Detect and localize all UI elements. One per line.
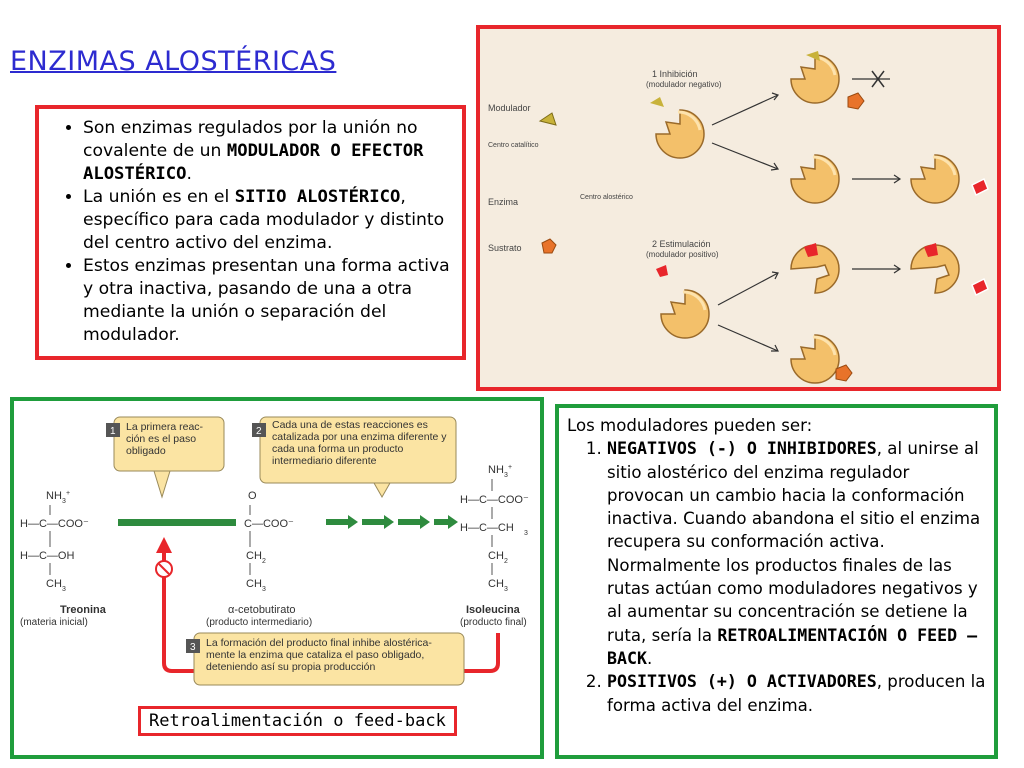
svg-text:O: O (248, 490, 257, 502)
svg-text:3: 3 (504, 472, 508, 479)
svg-text:+: + (66, 490, 70, 497)
svg-text:NH: NH (488, 464, 504, 476)
centro-catalitico-label: Centro catalítico (488, 142, 539, 149)
substrate-free-top (847, 92, 865, 110)
enzima-label: Enzima (488, 197, 518, 207)
svg-text:2: 2 (504, 558, 508, 565)
cetobutirato-sub: (producto intermediario) (206, 617, 312, 628)
step1-pointer (153, 470, 171, 499)
modulador-shape (538, 112, 557, 126)
moduladores-intro: Los moduladores pueden ser: (567, 416, 813, 435)
svg-text:CH: CH (488, 578, 504, 590)
allosteric-diagram-svg: Modulador Centro catalítico Enzima Centr… (488, 51, 989, 385)
svg-text:2: 2 (262, 558, 266, 565)
svg-text:3: 3 (62, 586, 66, 593)
enzyme-bottom-left (659, 288, 711, 340)
svg-text:3: 3 (524, 530, 528, 537)
svg-text:H—C—OH: H—C—OH (20, 550, 74, 562)
inhibit-icon-slash (158, 563, 170, 575)
intro-bullet-2: La unión es en el SITIO ALOSTÉRICO, espe… (83, 186, 454, 255)
svg-text:CH: CH (46, 578, 62, 590)
sustrato-shape (541, 238, 557, 254)
svg-text:3: 3 (262, 586, 266, 593)
inhibicion-label: 1 Inhibición (652, 69, 698, 79)
estimulacion-sub: (modulador positivo) (646, 250, 719, 259)
bound-pos-modulator-1 (804, 243, 818, 257)
svg-text:CH: CH (246, 578, 262, 590)
allosteric-diagram: Modulador Centro catalítico Enzima Centr… (476, 25, 1001, 391)
inhibicion-sub: (modulador negativo) (646, 80, 722, 89)
intro-list: Son enzimas regulados por la unión no co… (49, 117, 454, 347)
neg-modulator-small (650, 97, 664, 107)
treonina-sub: (materia inicial) (20, 617, 88, 628)
intermediate-arrows (326, 515, 458, 529)
svg-text:+: + (508, 464, 512, 471)
step3-box (193, 632, 465, 686)
product-bottom (971, 277, 989, 297)
first-step-arrow (118, 519, 236, 526)
bound-neg-modulator (806, 51, 820, 61)
bound-pos-modulator-2 (924, 243, 938, 257)
moduladores-negativos: NEGATIVOS (-) O INHIBIDORES, al unirse a… (607, 437, 986, 670)
enzyme-top-left (654, 108, 706, 160)
step3-text: La formación del producto final inhibe a… (206, 637, 432, 673)
step2-text: Cada una de estas reacciones es cataliza… (272, 419, 447, 467)
blocked-x-icon (871, 70, 885, 88)
svg-text:H—C—COO⁻: H—C—COO⁻ (460, 494, 529, 506)
svg-text:C—COO⁻: C—COO⁻ (244, 518, 294, 530)
step2-number: 2 (256, 426, 262, 437)
svg-text:H—C—COO⁻: H—C—COO⁻ (20, 518, 89, 530)
step3-number-badge (186, 639, 200, 653)
svg-text:H—C—CH: H—C—CH (460, 522, 514, 534)
isoleucina-sub: (producto final) (460, 617, 527, 628)
svg-text:3: 3 (62, 498, 66, 505)
step3-number: 3 (190, 642, 196, 653)
intro-bullet-3: Estos enzimas presentan una forma activa… (83, 255, 454, 347)
feedback-diagram: 1 La primera reac- ción es el paso oblig… (10, 397, 544, 759)
svg-text:3: 3 (504, 586, 508, 593)
moduladores-box: Los moduladores pueden ser: NEGATIVOS (-… (555, 404, 998, 759)
cetobutirato-label: α-cetobutirato (228, 604, 296, 616)
enzyme-top-2 (789, 153, 841, 205)
estimulacion-label: 2 Estimulación (652, 239, 711, 249)
svg-text:NH: NH (46, 490, 62, 502)
product-top (971, 177, 989, 197)
step1-number: 1 (110, 426, 116, 437)
svg-text:CH: CH (488, 550, 504, 562)
enzyme-top-1 (789, 53, 841, 105)
step2-pointer (373, 482, 391, 499)
pos-modulator-small (656, 265, 668, 277)
substrate-free-bottom (835, 364, 853, 382)
feedback-diagram-svg: 1 La primera reac- ción es el paso oblig… (20, 416, 529, 686)
treonina-label: Treonina (60, 604, 107, 616)
page-title: ENZIMAS ALOSTÉRICAS (10, 46, 337, 77)
intro-box: Son enzimas regulados por la unión no co… (35, 105, 466, 360)
enzyme-bottom-2 (789, 333, 841, 385)
sustrato-label: Sustrato (488, 243, 522, 253)
step1-text: La primera reac- ción es el paso obligad… (126, 421, 203, 457)
moduladores-list: NEGATIVOS (-) O INHIBIDORES, al unirse a… (567, 437, 986, 717)
centro-alosterico-label: Centro alostérico (580, 194, 633, 201)
isoleucina-label: Isoleucina (466, 604, 521, 616)
enzyme-right-top (909, 153, 961, 205)
diagram-arrows (711, 78, 902, 352)
step1-number-badge (106, 423, 120, 437)
feedback-caption: Retroalimentación o feed-back (138, 706, 457, 736)
step2-number-badge (252, 423, 266, 437)
intro-bullet-1: Son enzimas regulados por la unión no co… (83, 117, 454, 186)
svg-text:CH: CH (246, 550, 262, 562)
modulador-label: Modulador (488, 103, 531, 113)
feedback-arrowhead (156, 537, 172, 553)
step2-box (259, 416, 457, 484)
moduladores-positivos: POSITIVOS (+) O ACTIVADORES, producen la… (607, 670, 986, 717)
